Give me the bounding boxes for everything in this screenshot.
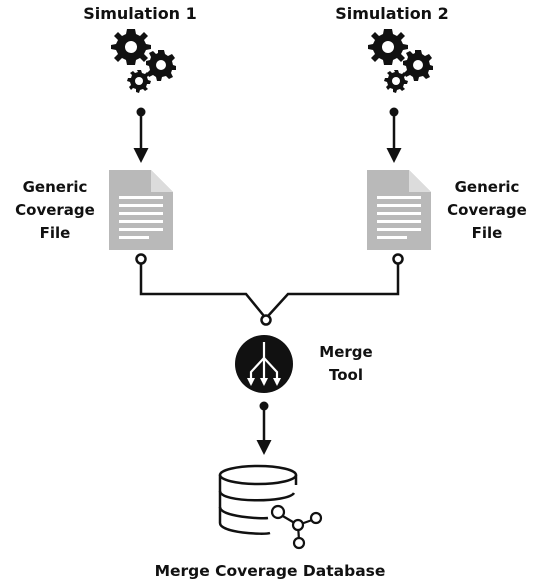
merge-tool-line-1: Merge — [319, 343, 373, 361]
merge-connector — [135, 253, 404, 326]
file-2-line-2: Coverage — [447, 201, 527, 219]
simulation-1-title: Simulation 1 — [83, 4, 197, 23]
file-2-label: Generic Coverage File — [442, 176, 532, 245]
database-icon — [218, 464, 298, 535]
arrow-sim1-to-file — [133, 107, 149, 163]
gears-icon — [368, 29, 433, 93]
file-1-line-3: File — [39, 224, 71, 242]
document-icon — [109, 170, 173, 250]
merge-tool-line-2: Tool — [329, 366, 363, 384]
file-2-line-3: File — [471, 224, 503, 242]
file-1-line-1: Generic — [22, 178, 88, 196]
simulation-2-title: Simulation 2 — [335, 4, 449, 23]
merge-icon — [235, 335, 293, 393]
merge-tool-label: Merge Tool — [306, 341, 386, 387]
file-1-line-2: Coverage — [15, 201, 95, 219]
file-1-label: Generic Coverage File — [10, 176, 100, 245]
arrow-sim2-to-file — [386, 107, 402, 163]
gears-icon — [111, 29, 176, 93]
database-title: Merge Coverage Database — [154, 562, 386, 580]
arrow-merge-to-database — [256, 401, 272, 455]
file-2-line-1: Generic — [454, 178, 520, 196]
document-icon — [367, 170, 431, 250]
share-icon — [270, 504, 323, 550]
